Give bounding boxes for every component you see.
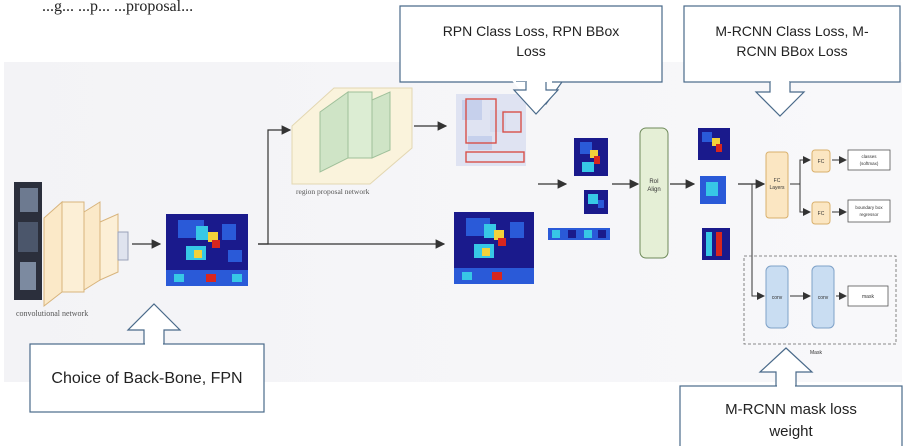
proposal-box-3 — [465, 151, 525, 163]
mask-loss-text-1: M-RCNN mask loss — [725, 401, 857, 418]
diagram-background — [4, 62, 902, 382]
mrcnn-loss-text-2: RCNN BBox Loss — [736, 43, 847, 59]
arrow-fc-bottom — [799, 184, 811, 216]
feature-map-main — [166, 214, 248, 286]
mask-loss-text-2: weight — [768, 423, 813, 440]
bbox-label-2: regressor — [859, 212, 879, 217]
roi-feature-crops — [548, 138, 610, 240]
fc-bottom-label: FC — [818, 211, 825, 217]
mask-loss-callout — [679, 385, 903, 446]
feature-map-copy — [454, 212, 534, 284]
backbone-callout-arrow — [126, 303, 182, 344]
arrow-to-mask-branch — [751, 184, 765, 300]
roi-align-label-2: Align — [647, 187, 660, 193]
mask-conv-2-label: conv — [818, 295, 829, 301]
region-proposal-network-block — [291, 87, 413, 185]
input-image-stack — [14, 182, 42, 300]
rpn-loss-text-1: RPN Class Loss, RPN BBox — [443, 23, 620, 39]
mask-conv-2 — [811, 265, 835, 329]
proposal-box-2 — [502, 111, 522, 133]
fc-bottom-block — [811, 201, 831, 225]
mrcnn-callout-arrow — [754, 82, 806, 117]
clipped-caption: ...g... ...p... ...proposal... — [42, 0, 193, 15]
rpn-callout-arrow — [512, 82, 560, 115]
mrcnn-loss-text-1: M-RCNN Class Loss, M- — [715, 23, 869, 39]
bbox-output-box — [847, 199, 891, 223]
mask-conv-1-label: conv — [772, 295, 783, 301]
mask-group-label: Mask — [810, 350, 822, 356]
fc-layers-label-1: FC — [774, 178, 781, 184]
mask-conv-1 — [765, 265, 789, 329]
classes-label-2: (softmax) — [860, 161, 879, 166]
convolutional-network-block — [43, 200, 129, 308]
fc-top-label: FC — [818, 159, 825, 165]
proposal-box-1 — [465, 98, 497, 144]
aligned-feature-maps — [698, 128, 730, 260]
region-proposal-network-caption: region proposal network — [296, 187, 370, 196]
mask-loss-callout-arrow — [758, 347, 814, 386]
rpn-loss-text-2: Loss — [516, 43, 546, 59]
roi-align-block — [639, 127, 669, 259]
bbox-label-1: boundary box — [855, 205, 883, 210]
backbone-callout-text: Choice of Back-Bone, FPN — [51, 370, 242, 387]
fc-layers-block — [765, 151, 789, 219]
fc-layers-label-2: Layers — [769, 185, 785, 191]
rpn-proposals-map — [456, 94, 526, 166]
mask-output-box — [847, 285, 889, 307]
mrcnn-loss-callout — [683, 5, 901, 83]
mask-branch-group — [743, 255, 897, 345]
convolutional-network-caption: convolutional network — [16, 309, 88, 318]
arrow-fc-top — [790, 156, 811, 185]
classes-output-box — [847, 149, 891, 171]
roi-align-label-1: RoI — [649, 179, 659, 185]
classes-label-1: classes — [861, 154, 877, 159]
mask-output-label: mask — [862, 294, 874, 300]
fc-top-block — [811, 149, 831, 173]
